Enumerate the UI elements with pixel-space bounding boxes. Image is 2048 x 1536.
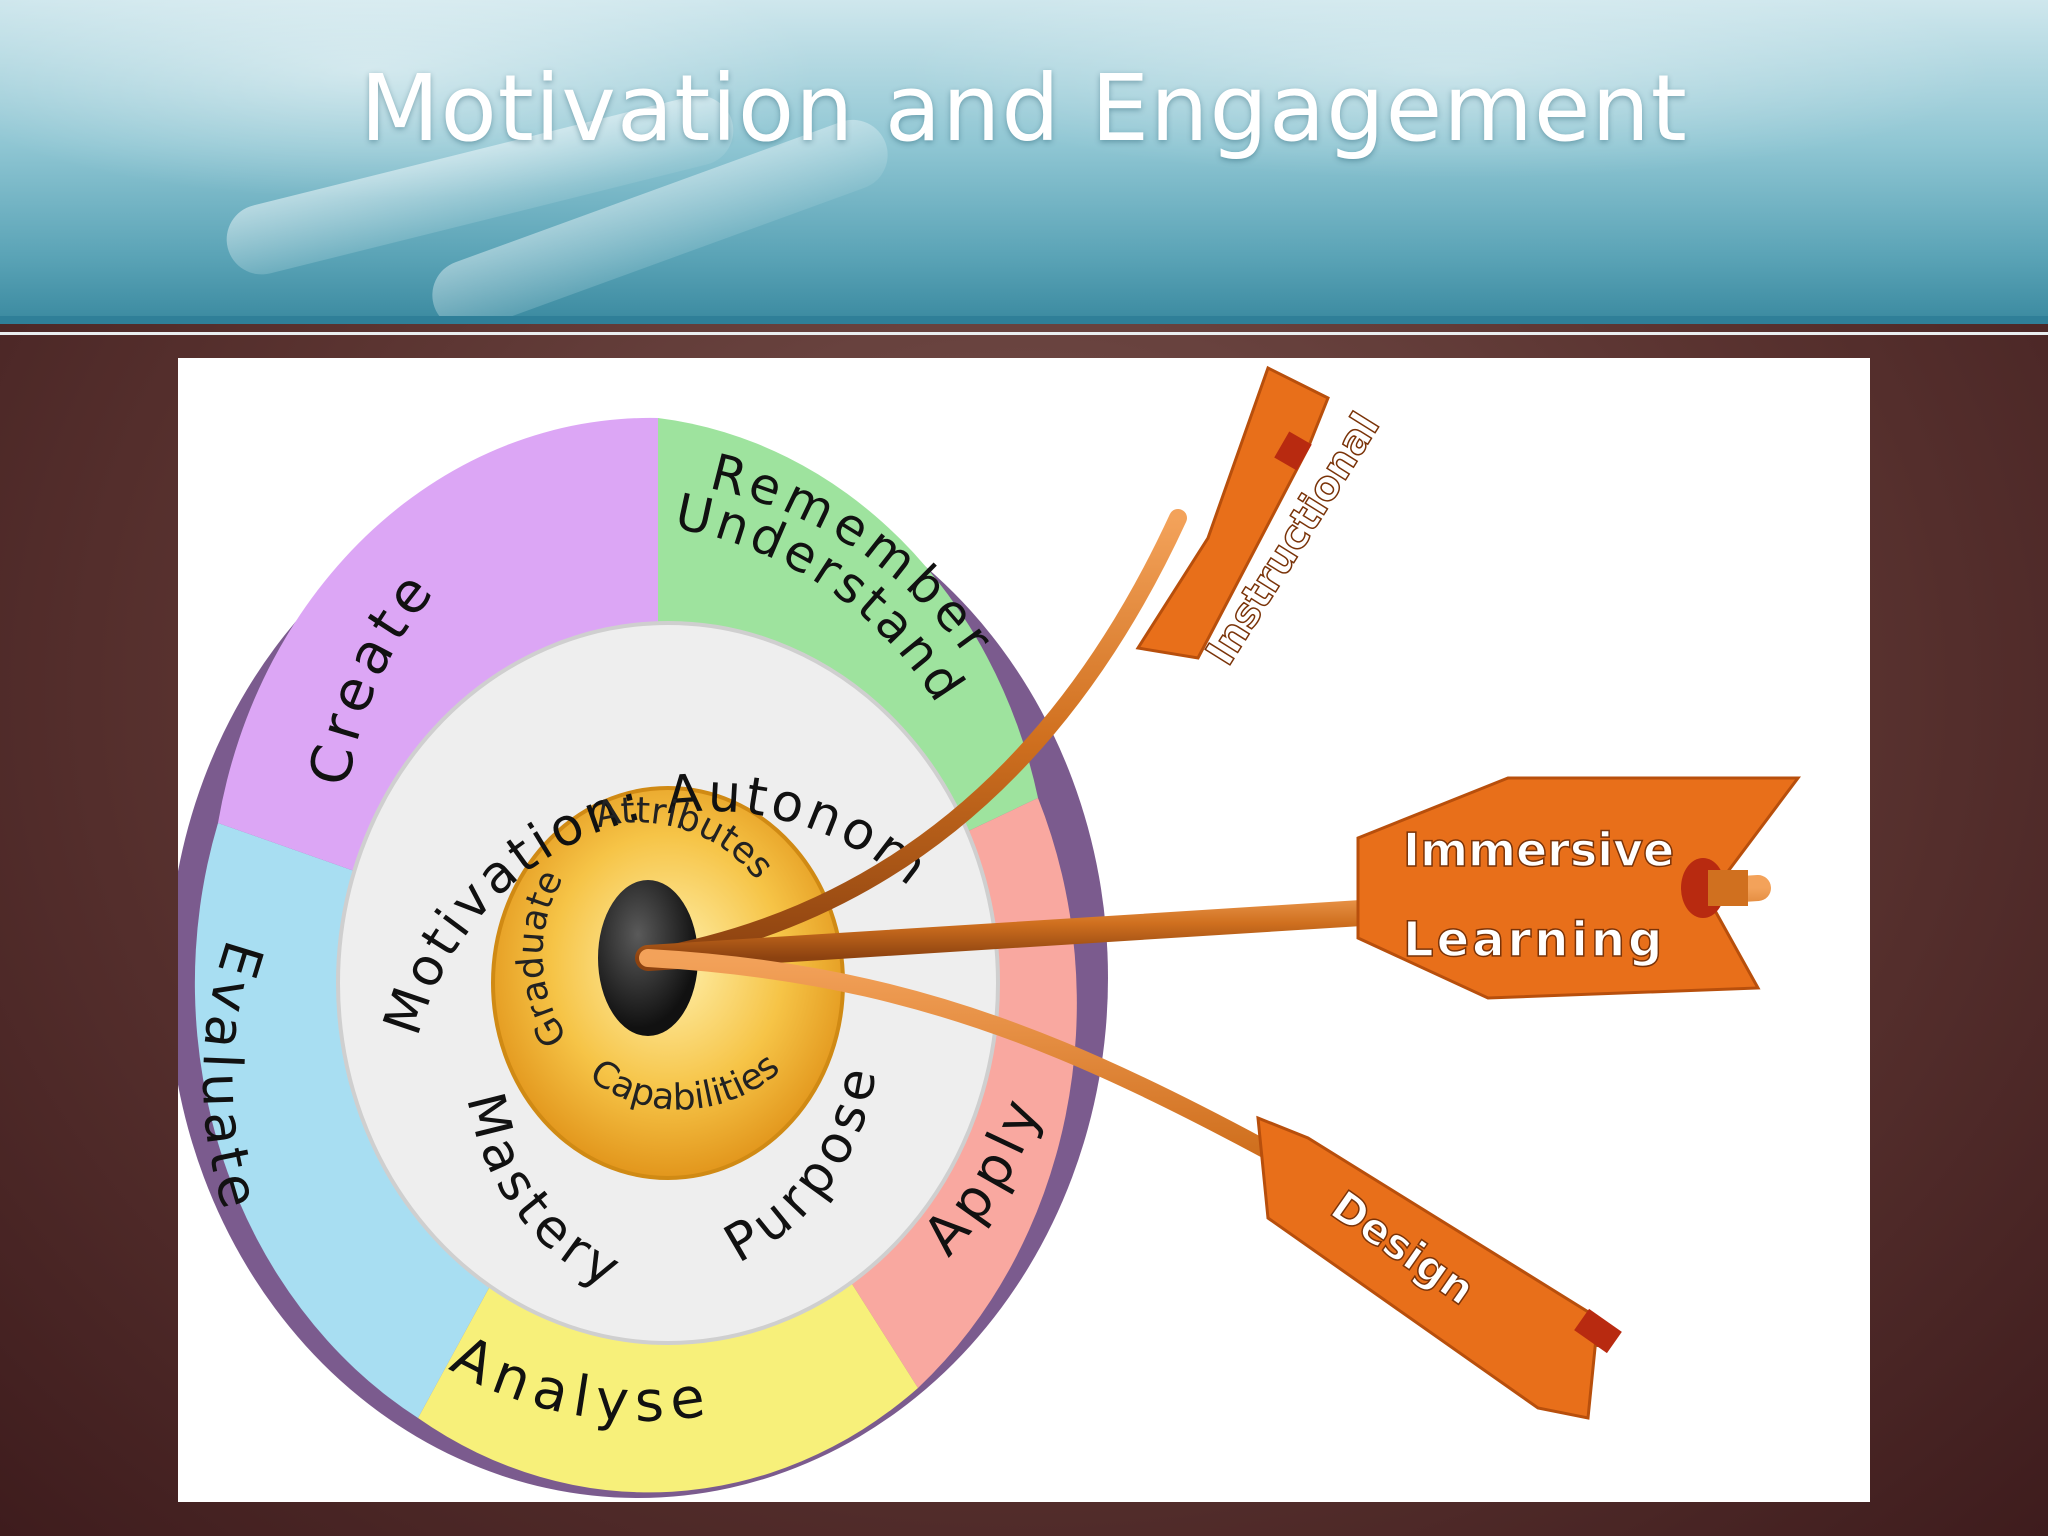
target-diagram: Remember Understand Create Evaluate Anal…	[161, 311, 1801, 1498]
slide-title: Motivation and Engagement	[360, 55, 1688, 162]
banner-highlight	[900, 0, 2000, 180]
header-divider-light	[0, 332, 2048, 335]
header-banner: Motivation and Engagement	[0, 0, 2048, 322]
diagram-panel: Remember Understand Create Evaluate Anal…	[161, 311, 1870, 1502]
arrow-immersive-learning: Immersive Learning	[635, 776, 1801, 1000]
label-learning: Learning	[1403, 912, 1665, 968]
label-immersive: Immersive	[1403, 823, 1674, 877]
header-divider	[0, 316, 2048, 324]
